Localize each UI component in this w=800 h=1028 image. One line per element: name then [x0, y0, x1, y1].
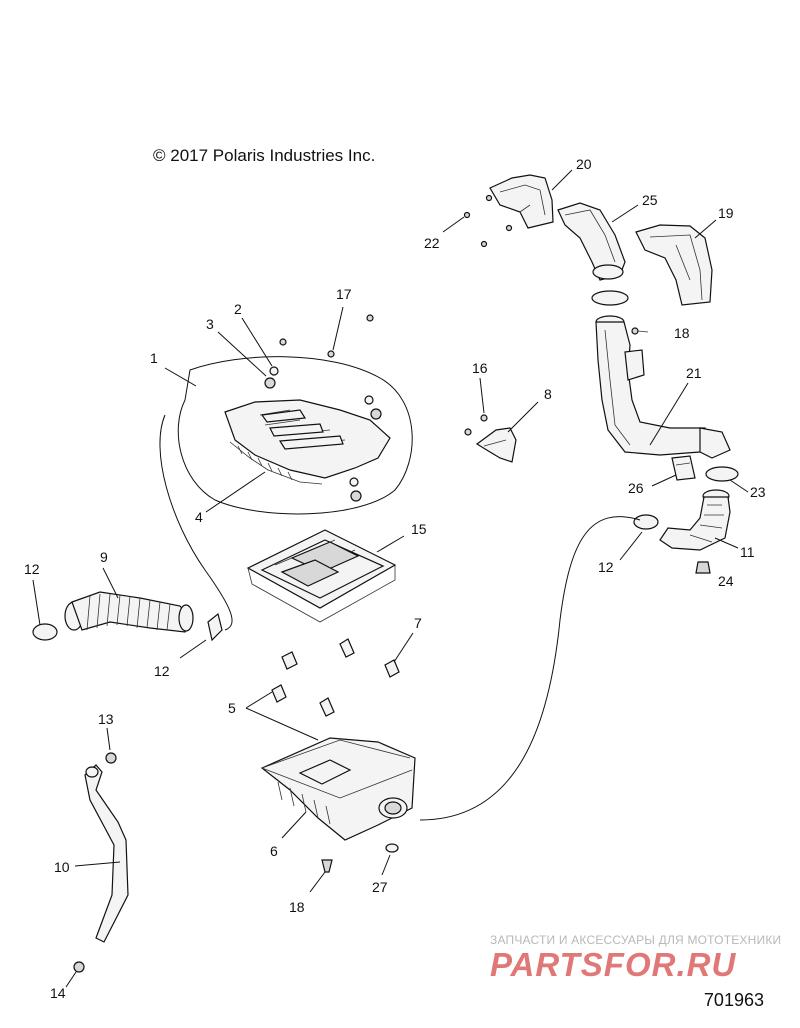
callout-18-lower: 18 [289, 899, 305, 915]
part-7-clips [271, 638, 400, 717]
callout-12-left: 12 [24, 561, 40, 577]
part-20-heat-shield [489, 174, 554, 229]
part-18-screw-upper [631, 327, 649, 335]
part-10-drain-tube [84, 764, 129, 943]
callout-12-mid: 12 [154, 663, 170, 679]
callout-9: 9 [100, 549, 108, 565]
part-19-intake-hood [635, 224, 713, 306]
callout-21: 21 [686, 365, 702, 381]
part-18-screw-lower [321, 859, 333, 873]
copyright-notice: © 2017 Polaris Industries Inc. [153, 146, 376, 165]
callout-3: 3 [206, 316, 214, 332]
part-4-airbox-cover [224, 399, 391, 485]
assembly-path-right [419, 516, 641, 821]
part-21-intake-tube [595, 315, 731, 459]
part-17-screws [279, 314, 374, 358]
part-12-clamp-right [633, 514, 659, 530]
part-23-clamp [705, 466, 739, 482]
part-12-clamp-mid [207, 612, 223, 642]
callout-16: 16 [472, 360, 488, 376]
part-13-clip [105, 752, 117, 764]
callout-10: 10 [54, 859, 70, 875]
callout-26: 26 [628, 480, 644, 496]
part-15-air-filter [246, 529, 397, 623]
part-27-o-ring [385, 843, 399, 853]
callout-27: 27 [372, 879, 388, 895]
part-12-clamp-left [32, 623, 58, 641]
clamp-ring-upper [591, 290, 629, 306]
part-16-screws [464, 414, 488, 436]
part-6-airbox-base [260, 737, 416, 841]
callout-19: 19 [718, 205, 734, 221]
callout-1: 1 [150, 350, 158, 366]
callout-13: 13 [98, 711, 114, 727]
callout-25: 25 [642, 192, 658, 208]
diagram-number: 701963 [703, 990, 764, 1010]
callout-6: 6 [270, 843, 278, 859]
part-26-bracket [671, 455, 696, 481]
part-2-3-nuts [264, 366, 382, 502]
callout-5: 5 [228, 700, 236, 716]
callout-20: 20 [576, 156, 592, 172]
callout-24: 24 [718, 573, 734, 589]
watermark-caption: ЗАПЧАСТИ И АКСЕССУАРЫ ДЛЯ МОТОТЕХНИКИ [490, 933, 782, 947]
part-14-clip [73, 961, 85, 973]
watermark-logo: PARTSFOR.RU [490, 946, 737, 983]
callout-17: 17 [336, 286, 352, 302]
callout-7: 7 [414, 615, 422, 631]
part-8-bracket [475, 427, 517, 463]
callout-18-upper: 18 [674, 325, 690, 341]
part-22-screws [463, 194, 513, 248]
part-24-cap [695, 561, 711, 574]
callout-14: 14 [50, 985, 66, 1001]
callout-12-right: 12 [598, 559, 614, 575]
part-9-hose [64, 591, 194, 633]
callout-2: 2 [234, 301, 242, 317]
callout-15: 15 [411, 521, 427, 537]
callout-22: 22 [424, 235, 440, 251]
callout-4: 4 [195, 509, 203, 525]
part-11-elbow-hose [659, 489, 731, 551]
callout-23: 23 [750, 484, 766, 500]
assembly-outline-1 [177, 356, 413, 515]
callout-8: 8 [544, 386, 552, 402]
assembly-path-left [159, 414, 233, 631]
part-25-elbow-duct [557, 202, 626, 281]
callout-11: 11 [740, 544, 755, 560]
